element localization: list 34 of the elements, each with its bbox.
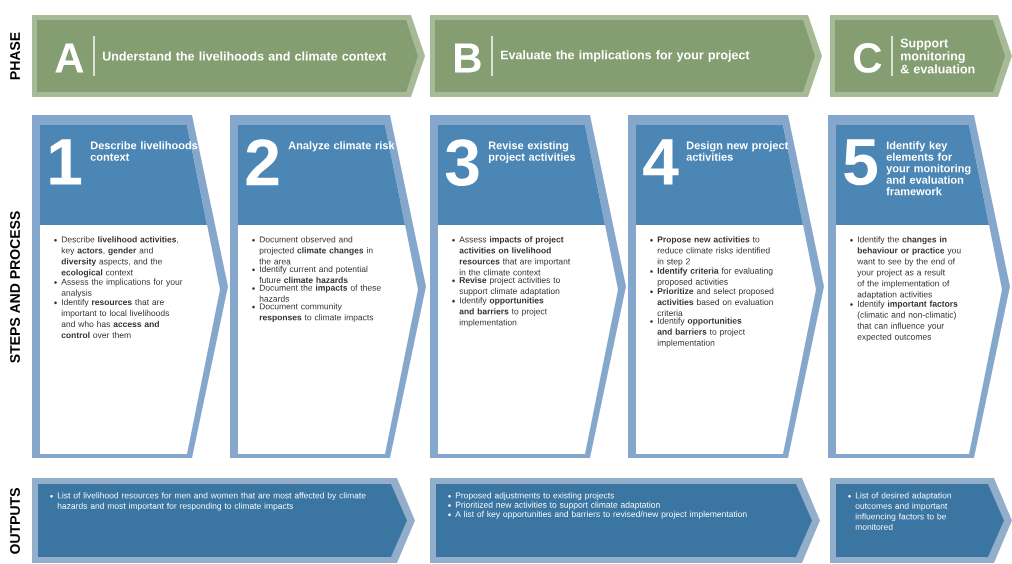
row-label: PHASE	[10, 32, 20, 80]
bullet-item: Prioritize and select proposed activities based on evaluation criteria	[650, 287, 774, 317]
bullet-item: Proposed adjustments to existing projects	[448, 492, 615, 501]
step-number: 1	[50, 139, 82, 185]
bullet-item: Assess impacts of project activities on livelihood resources that are important in the climate context	[452, 236, 571, 276]
phase-title: Support monitoring & evaluation	[900, 38, 975, 74]
step-number: 2	[246, 139, 279, 186]
step-title: Describe livelihoods context	[90, 141, 198, 161]
bullet-item: Prioritized new activities to support climate adaptation	[448, 501, 660, 510]
bullet-item: Describe livelihood activities, key actors, gender and diversity aspects, and the ecological context	[54, 236, 179, 278]
bullet-item: Identify resources that are important to local livelihoods and who has access and control over them	[54, 298, 170, 339]
bullet-item: Document the impacts of these hazards	[252, 284, 381, 302]
step-number: 5	[844, 139, 878, 186]
bullet-item: Identify opportunities and barriers to project implementation	[452, 297, 547, 328]
bullet-item: Document community responses to climate impacts	[252, 303, 374, 323]
phase-letter: C	[853, 43, 882, 73]
bullet-item: A list of key opportunities and barriers to revised/new project implementation	[448, 510, 747, 519]
step-title: Design new project activities	[686, 141, 789, 161]
bullet-item: Identify important factors (climatic and non-climatic) that can influence your expected outcomes	[850, 300, 958, 342]
step-title: Identify key elements for your monitoring and evaluation framework	[886, 141, 971, 196]
step-title: Revise existing project activities	[488, 141, 576, 163]
bullet-item: List of desired adaptation outcomes and important influencing factors to be monitored	[848, 492, 951, 530]
step-number: 4	[643, 139, 679, 185]
phase-title: Understand the livelihoods and climate context	[102, 51, 387, 61]
bullet-item: Document observed and projected climate changes in the area	[252, 236, 373, 265]
phase-title: Evaluate the implications for your project	[501, 50, 750, 62]
bullet-item: List of livelihood resources for men and women that are most affected by climate hazards and most important for responding to climate impacts	[50, 492, 366, 511]
step-number: 3	[445, 139, 479, 186]
phase-letter: A	[55, 43, 84, 73]
phase-letter: B	[455, 43, 481, 73]
bullet-item: Identify current and potential future climate hazards	[252, 265, 368, 284]
bullet-item: Identify opportunities and barriers to project implementation	[650, 317, 745, 348]
step-title: Analyze climate risk	[288, 141, 395, 152]
row-label: OUTPUTS	[10, 488, 20, 554]
